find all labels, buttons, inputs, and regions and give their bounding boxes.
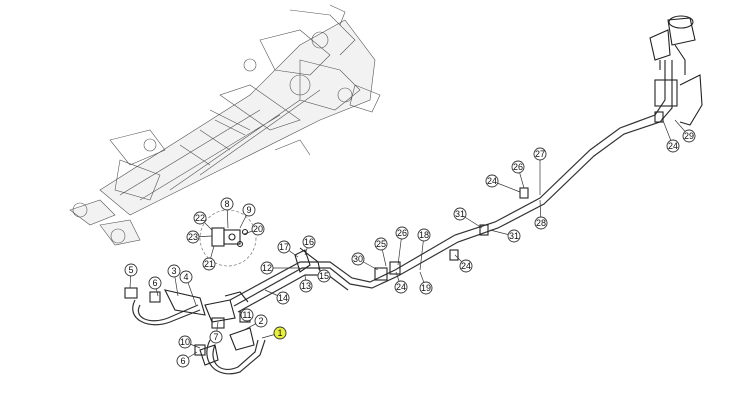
- tractor-chassis-illustration: [69, 4, 381, 246]
- callout-14[interactable]: 14: [276, 291, 290, 305]
- callout-3[interactable]: 3: [167, 264, 181, 278]
- callout-31-b[interactable]: 31: [507, 229, 521, 243]
- callout-8[interactable]: 8: [220, 197, 234, 211]
- callout-15-label: 15: [319, 271, 329, 281]
- callout-7[interactable]: 7: [209, 330, 223, 344]
- callout-2[interactable]: 2: [254, 314, 268, 328]
- callout-24-a-label: 24: [396, 282, 406, 292]
- callout-26-b[interactable]: 26: [511, 160, 525, 174]
- callout-20[interactable]: 20: [251, 222, 265, 236]
- callout-21[interactable]: 21: [202, 257, 216, 271]
- callout-26-a[interactable]: 26: [395, 226, 409, 240]
- callout-24-b-label: 24: [461, 261, 471, 271]
- callout-27-label: 27: [535, 149, 545, 159]
- callout-30[interactable]: 30: [351, 252, 365, 266]
- callout-13[interactable]: 13: [299, 279, 313, 293]
- callout-21-label: 21: [204, 259, 214, 269]
- callout-24-b[interactable]: 24: [459, 259, 473, 273]
- callout-30-label: 30: [353, 254, 363, 264]
- callout-16[interactable]: 16: [302, 235, 316, 249]
- callout-4-label: 4: [183, 272, 188, 282]
- callout-31-a[interactable]: 31: [453, 207, 467, 221]
- callouts: 1 2 3 4 5 6 6 7 8 9 10 11 12 13 14 15 16…: [124, 129, 696, 368]
- callout-19-label: 19: [421, 283, 431, 293]
- callout-28-label: 28: [536, 218, 546, 228]
- hose-assembly: [124, 287, 266, 375]
- callout-27[interactable]: 27: [533, 147, 547, 161]
- callout-11-label: 11: [242, 310, 251, 320]
- pipe-assembly: [229, 15, 703, 313]
- callout-1-label: 1: [277, 328, 282, 338]
- callout-18-label: 18: [419, 230, 429, 240]
- callout-7-label: 7: [213, 332, 218, 342]
- callout-18[interactable]: 18: [417, 228, 431, 242]
- callout-6-upper[interactable]: 6: [148, 276, 162, 290]
- callout-24-d-label: 24: [668, 141, 678, 151]
- callout-6-upper-label: 6: [152, 278, 157, 288]
- callout-17-label: 17: [279, 242, 289, 252]
- callout-4[interactable]: 4: [179, 270, 193, 284]
- callout-31-a-label: 31: [455, 209, 465, 219]
- callout-16-label: 16: [304, 237, 314, 247]
- callout-26-b-label: 26: [513, 162, 523, 172]
- callout-22[interactable]: 22: [193, 211, 207, 225]
- callout-10-label: 10: [180, 337, 190, 347]
- callout-24-c-label: 24: [487, 176, 497, 186]
- callout-13-label: 13: [301, 281, 311, 291]
- callout-2-label: 2: [258, 316, 263, 326]
- callout-14-label: 14: [278, 293, 288, 303]
- callout-31-b-label: 31: [509, 231, 519, 241]
- callout-5[interactable]: 5: [124, 263, 138, 277]
- callout-19[interactable]: 19: [419, 281, 433, 295]
- callout-29-label: 29: [684, 131, 694, 141]
- callout-28[interactable]: 28: [534, 216, 548, 230]
- callout-12[interactable]: 12: [260, 261, 274, 275]
- callout-22-label: 22: [195, 213, 205, 223]
- callout-5-label: 5: [128, 265, 133, 275]
- callout-24-d[interactable]: 24: [666, 139, 680, 153]
- callout-26-a-label: 26: [397, 228, 407, 238]
- callout-25-label: 25: [376, 239, 386, 249]
- callout-9[interactable]: 9: [242, 203, 256, 217]
- callout-23-label: 23: [188, 232, 198, 242]
- callout-9-label: 9: [246, 205, 251, 215]
- callout-29[interactable]: 29: [682, 129, 696, 143]
- callout-3-label: 3: [171, 266, 176, 276]
- callout-6-lower[interactable]: 6: [176, 354, 190, 368]
- callout-25[interactable]: 25: [374, 237, 388, 251]
- callout-15[interactable]: 15: [317, 269, 331, 283]
- callout-8-label: 8: [224, 199, 229, 209]
- callout-17[interactable]: 17: [277, 240, 291, 254]
- callout-1[interactable]: 1: [273, 326, 287, 340]
- callout-24-a[interactable]: 24: [394, 280, 408, 294]
- callout-6-lower-label: 6: [180, 356, 185, 366]
- callout-23[interactable]: 23: [186, 230, 200, 244]
- callout-24-c[interactable]: 24: [485, 174, 499, 188]
- callout-12-label: 12: [262, 263, 272, 273]
- callout-11[interactable]: 11: [240, 308, 254, 322]
- callout-10[interactable]: 10: [178, 335, 192, 349]
- callout-20-label: 20: [253, 224, 263, 234]
